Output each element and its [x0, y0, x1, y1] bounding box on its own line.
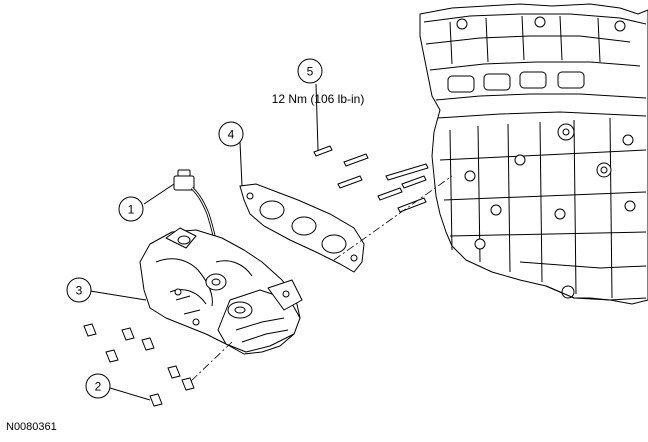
callout-5-label: 5: [307, 65, 314, 79]
alignment-line-lower: [189, 341, 233, 383]
leader-line-4: [239, 141, 243, 187]
callout-1-label: 1: [128, 203, 135, 217]
exhaust-manifold-gasket: [239, 183, 365, 273]
engine-block: [419, 3, 648, 305]
leader-line-3: [89, 290, 147, 301]
figure-id: N0080361: [6, 421, 57, 433]
exhaust-manifold-studs: [313, 145, 429, 213]
exhaust-manifold: [139, 227, 303, 355]
callout-3: 3: [66, 277, 92, 303]
callout-1: 1: [118, 196, 144, 222]
callout-2-label: 2: [95, 380, 102, 394]
callout-4-label: 4: [228, 128, 235, 142]
callout-5: 5: [297, 58, 323, 84]
leader-line-1: [143, 183, 175, 205]
callout-3-label: 3: [76, 284, 83, 298]
callout-4: 4: [218, 121, 244, 147]
alignment-line: [333, 175, 453, 261]
leader-line-2: [109, 387, 151, 401]
leader-line-5: [315, 83, 319, 151]
callout-2: 2: [85, 373, 111, 399]
exhaust-manifold-nuts: [83, 323, 195, 407]
torque-spec: 12 Nm (106 lb-in): [272, 92, 365, 106]
